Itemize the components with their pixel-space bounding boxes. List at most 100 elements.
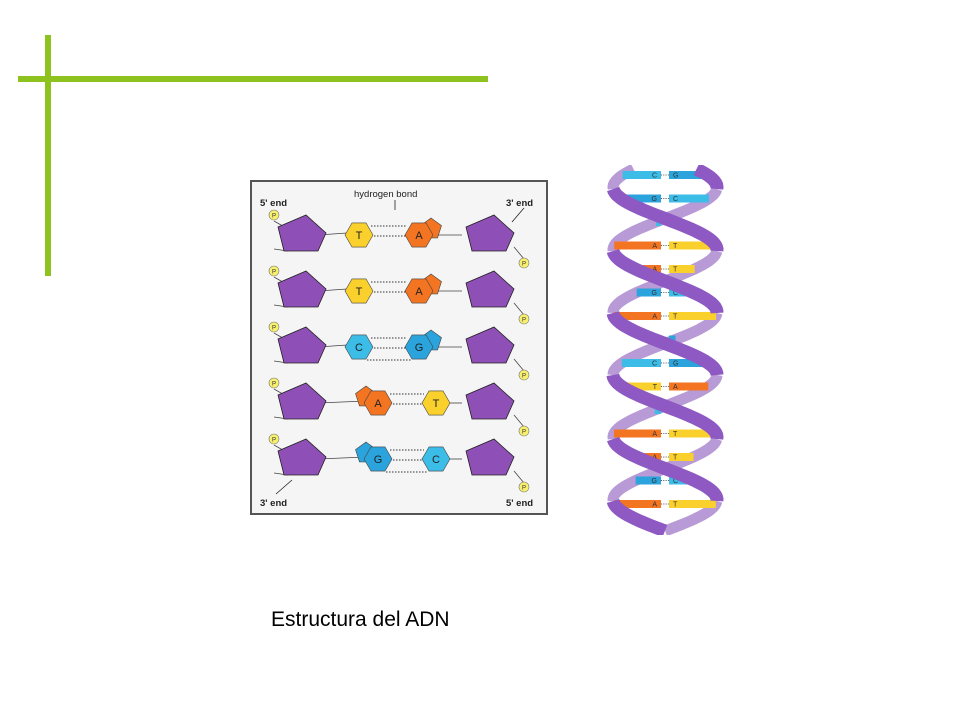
phosphate-circle xyxy=(518,425,530,437)
right-phosphate: P xyxy=(518,313,530,325)
left-base-T: T xyxy=(344,222,374,248)
accent-line-vertical xyxy=(45,35,51,276)
right-sugar xyxy=(465,382,515,420)
rung-right-base xyxy=(669,359,709,367)
helix-front-strand xyxy=(606,163,724,538)
rung-right-base xyxy=(669,265,695,273)
right-phosphate: P xyxy=(518,369,530,381)
left-sugar xyxy=(277,438,327,476)
left-sugar xyxy=(277,382,327,420)
phosphate-circle xyxy=(268,209,280,221)
phosphate-circle xyxy=(268,321,280,333)
hydrogen-bond-label: hydrogen bond xyxy=(354,189,417,200)
backbone-link xyxy=(513,414,525,428)
right-base-C: C xyxy=(421,446,451,472)
rung-left-letter: T xyxy=(653,384,658,391)
left-phosphate: P xyxy=(268,265,280,277)
phosphate-symbol: P xyxy=(272,269,276,275)
right-phosphate: P xyxy=(518,425,530,437)
rung-right-letter: T xyxy=(673,502,678,509)
base-letter: A xyxy=(415,286,423,298)
strand-b-front-segment xyxy=(606,311,724,376)
rung-left-letter: G xyxy=(652,478,657,485)
rung-left-base xyxy=(613,312,661,320)
rung-right-base xyxy=(669,312,717,320)
phosphate-symbol: P xyxy=(272,213,276,219)
dna-structure-diagram: hydrogen bond 5' end 3' end 3' end 5' en… xyxy=(250,180,548,515)
left-phosphate: P xyxy=(268,433,280,445)
base-letter: C xyxy=(432,454,440,466)
strand-b-front-segment xyxy=(607,186,724,252)
rung-right-letter: T xyxy=(673,431,678,438)
left-sugar xyxy=(277,326,327,364)
rung-left-letter: A xyxy=(652,267,657,274)
rung-left-base xyxy=(635,476,661,485)
rung-left-letter: C xyxy=(652,361,657,368)
rung-left-base xyxy=(621,194,661,203)
rung-right-letter: G xyxy=(673,173,678,180)
strand-b-front-segment xyxy=(607,436,724,502)
base-letter: C xyxy=(355,342,363,354)
base-letter: G xyxy=(374,454,383,466)
phosphate-circle xyxy=(268,433,280,445)
rung-left-base xyxy=(622,171,661,179)
phosphate-circle xyxy=(518,481,530,493)
rung-right-letter: T xyxy=(673,267,678,274)
base-ring xyxy=(421,390,451,416)
phosphate-symbol: P xyxy=(522,317,526,323)
top-left-end-label: 5' end xyxy=(260,198,287,209)
phosphate-circle xyxy=(518,257,530,269)
base-letter: T xyxy=(356,230,363,242)
right-sugar xyxy=(465,270,515,308)
right-base-A: A xyxy=(404,217,442,248)
caption: Estructura del ADN xyxy=(271,608,450,631)
base-letter: A xyxy=(415,230,423,242)
right-base-A: A xyxy=(404,273,442,304)
phosphate-symbol: P xyxy=(522,485,526,491)
rung-right-base xyxy=(669,194,709,203)
rung-left-base xyxy=(621,359,661,367)
phosphate-circle xyxy=(268,377,280,389)
left-sugar xyxy=(277,270,327,308)
rung-right-base xyxy=(669,241,716,250)
base-pair-row: P P T A xyxy=(268,265,530,325)
strand-a-front-segment xyxy=(693,163,724,190)
rung-right-letter: C xyxy=(673,196,678,203)
phosphate-symbol: P xyxy=(272,437,276,443)
rung-right-letter: T xyxy=(673,314,678,321)
base-ring xyxy=(363,390,393,416)
left-phosphate: P xyxy=(268,209,280,221)
phosphate-symbol: P xyxy=(522,429,526,435)
left-phosphate: P xyxy=(268,321,280,333)
bottom-left-end-pointer xyxy=(275,479,293,495)
phosphate-symbol: P xyxy=(272,325,276,331)
base-ring xyxy=(344,334,374,360)
rung-left-letter: A xyxy=(652,431,657,438)
base-ring xyxy=(344,222,374,248)
base-ring xyxy=(421,446,451,472)
base-letter: A xyxy=(374,398,382,410)
top-right-end-label: 3' end xyxy=(506,198,533,209)
base-letter: G xyxy=(415,342,424,354)
rung-left-letter: G xyxy=(652,290,657,297)
rung-right-base xyxy=(669,500,716,508)
base-ring xyxy=(404,278,434,304)
rung-left-base xyxy=(621,382,661,391)
base-pair-row: P P C G xyxy=(268,321,530,381)
strand-a-front-segment xyxy=(606,374,724,440)
rung-right-letter: T xyxy=(673,455,678,462)
rung-left-letter: G xyxy=(652,196,657,203)
rung-right-base xyxy=(669,453,694,461)
left-base-C: C xyxy=(344,334,374,360)
strand-a-front-segment xyxy=(606,499,668,538)
left-sugar xyxy=(277,214,327,252)
rung-right-letter: C xyxy=(673,478,678,485)
base-letter: T xyxy=(356,286,363,298)
bottom-left-end-label: 3' end xyxy=(260,498,287,509)
base-letter: T xyxy=(433,398,440,410)
